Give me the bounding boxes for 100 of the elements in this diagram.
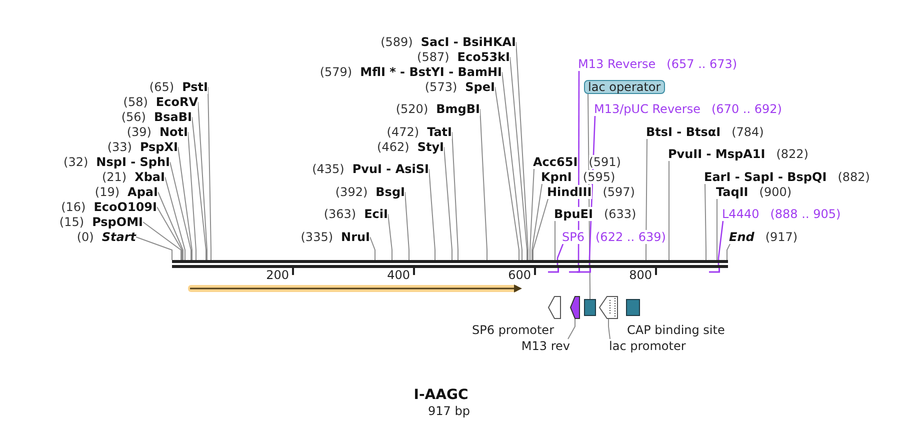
scale-number: 600 (508, 268, 531, 282)
position-number: (462) (377, 140, 410, 154)
enzyme-name: Acc65I (533, 155, 578, 169)
position-number: (882) (838, 170, 870, 184)
leader-line (370, 236, 376, 260)
position-number: (33) (107, 140, 132, 154)
leader-line (156, 206, 182, 260)
position-number: (0) (76, 230, 94, 244)
enzyme-name: PvuII - MspA1I (668, 147, 766, 161)
enzyme-name: BsgI (376, 185, 405, 199)
position-number: (595) (582, 170, 616, 184)
enzyme-name: EarI - SapI - BspQI (704, 170, 827, 184)
enzyme-name: PspOMI (92, 215, 143, 229)
map-title: I-AAGC (414, 388, 468, 402)
leader-line (532, 184, 542, 260)
leader-line (568, 318, 576, 340)
enzyme-name: TatI (427, 125, 452, 139)
enzyme-name: KpnI (541, 170, 572, 184)
enzyme-name: PstI (182, 80, 208, 94)
leader-line (164, 176, 186, 260)
enzyme-name: SacI - BsiHKAI (420, 35, 516, 49)
position-number: (392) (335, 185, 368, 199)
position-number: (16) (61, 200, 86, 214)
position-number: (21) (102, 170, 127, 184)
enzyme-name: EcoRV (156, 95, 198, 109)
leader-line (668, 160, 670, 260)
leader-line (608, 318, 610, 340)
position-number: (579) (320, 65, 352, 79)
enzyme-name: TaqII (716, 185, 748, 199)
scale-number: 800 (629, 268, 652, 282)
primer-name: M13 Reverse (578, 57, 656, 71)
enzyme-name: XbaI (134, 170, 165, 184)
feature-label: M13 rev (521, 339, 570, 353)
scale-number: 200 (266, 268, 289, 282)
enzyme-name: BtsI - BtsαI (646, 125, 721, 139)
sequence-length: 917 bp (428, 404, 470, 418)
leader-line (142, 222, 182, 260)
position-number: (39) (126, 125, 152, 139)
position-number: (19) (94, 185, 120, 199)
position-number: (573) (424, 80, 458, 94)
position-number: (589) (380, 35, 413, 49)
enzyme-name: MflI * - BstYI - BamHI (360, 65, 502, 79)
enzyme-name: HindIII (547, 185, 592, 199)
leader-line (136, 236, 172, 260)
leader-line (646, 138, 648, 260)
position-number: (472) (386, 125, 420, 139)
primer-name: L4440 (722, 207, 760, 221)
leader-line (530, 168, 534, 260)
leader-line (554, 220, 556, 260)
feature-tag: lac operator (584, 80, 665, 94)
position-number: (587) (417, 50, 450, 64)
enzyme-name: NspI - SphI (96, 155, 170, 169)
primer-name: SP6 (562, 230, 584, 244)
primer-range: (657 .. 673) (666, 57, 738, 71)
position-number: (363) (324, 207, 356, 221)
position-number: (784) (732, 125, 764, 139)
position-number: (900) (759, 185, 792, 199)
enzyme-name: BsaBI (154, 110, 192, 124)
enzyme-name: EciI (364, 207, 388, 221)
feature-label: SP6 promoter (472, 323, 554, 337)
sequence-end-label: End (729, 230, 754, 244)
position-number: (591) (588, 155, 621, 169)
position-number: (917) (765, 230, 798, 244)
enzyme-name: BmgBI (436, 102, 480, 116)
position-number: (65) (149, 80, 174, 94)
enzyme-name: EcoO109I (94, 200, 157, 214)
leader-line (556, 244, 564, 268)
position-number: (520) (396, 102, 428, 116)
position-number: (15) (59, 215, 84, 229)
enzyme-name: Eco53kI (457, 50, 510, 64)
leader-line (158, 192, 184, 260)
primer-range: (622 .. 639) (596, 230, 666, 244)
leader-line (170, 162, 192, 260)
leader-line (532, 198, 548, 260)
enzyme-name: PspXI (140, 140, 178, 154)
position-number: (633) (604, 207, 636, 221)
position-number: (435) (312, 162, 344, 176)
position-number: (58) (123, 95, 148, 109)
feature-label: lac promoter (609, 339, 686, 353)
position-number: (56) (121, 110, 146, 124)
primer-range: (670 .. 692) (712, 102, 782, 116)
feature-label: CAP binding site (627, 323, 725, 337)
position-number: (335) (300, 230, 334, 244)
enzyme-name: PvuI - AsiSI (352, 162, 429, 176)
primer-name: M13/pUC Reverse (594, 102, 700, 116)
enzyme-name: ApaI (128, 185, 158, 199)
enzyme-name: NotI (160, 125, 188, 139)
enzyme-name: SpeI (465, 80, 495, 94)
sequence-start-label: Start (102, 230, 136, 244)
leader-line (718, 220, 724, 268)
primer-range: (888 .. 905) (770, 207, 841, 221)
enzyme-name: NruI (341, 230, 370, 244)
enzyme-name: BpuEI (554, 207, 593, 221)
scale-number: 400 (387, 268, 410, 282)
position-number: (32) (64, 155, 88, 169)
position-number: (822) (776, 147, 808, 161)
enzyme-name: StyI (417, 140, 444, 154)
leader-line (726, 244, 730, 260)
position-number: (597) (602, 185, 635, 199)
leader-line (704, 184, 706, 260)
